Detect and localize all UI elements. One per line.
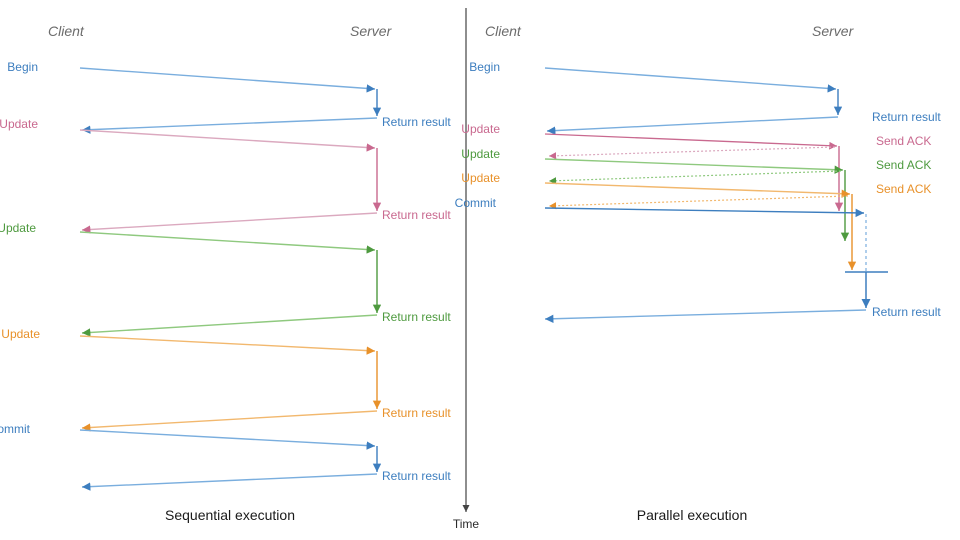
right-client-label-2: Update: [461, 147, 500, 161]
right-server-label-0: Return result: [872, 110, 941, 124]
left-client-label-4: Commit: [0, 422, 31, 436]
left-client-label-2: Update: [0, 221, 36, 235]
right-actor-server: Server: [812, 23, 855, 39]
right-ack-update-3: [548, 195, 849, 210]
left-panel-title: Sequential execution: [165, 507, 295, 523]
left-response-0: [81, 117, 378, 134]
left-server-label-2: Return result: [382, 310, 451, 324]
left-response-2: [81, 314, 378, 337]
left-request-3: [79, 335, 376, 355]
left-response-1: [81, 212, 378, 234]
left-request-2: [79, 231, 376, 254]
right-client-label-0: Begin: [469, 60, 500, 74]
right-response-begin: [546, 116, 839, 135]
right-request-update-3: [544, 182, 851, 198]
right-server-label-2: Send ACK: [876, 158, 931, 172]
right-request-update-1: [544, 133, 838, 150]
left-request-4: [79, 429, 376, 450]
right-request-commit: [544, 207, 865, 218]
time-axis-label: Time: [453, 517, 480, 531]
left-client-label-0: Begin: [7, 60, 38, 74]
left-server-label-4: Return result: [382, 469, 451, 483]
right-panel-title: Parallel execution: [637, 507, 748, 523]
right-ack-update-2: [548, 170, 842, 185]
right-response-commit: [544, 309, 867, 323]
left-server-label-3: Return result: [382, 406, 451, 420]
right-client-label-3: Update: [461, 171, 500, 185]
right-request-begin: [544, 67, 837, 93]
left-request-0: [79, 67, 376, 93]
right-server-label-4: Return result: [872, 305, 941, 319]
right-client-label-4: Commit: [455, 196, 497, 210]
left-server-label-0: Return result: [382, 115, 451, 129]
generated-geometry-layer: [79, 67, 888, 491]
left-client-label-1: Update: [0, 117, 38, 131]
right-ack-update-1: [548, 146, 836, 160]
right-client-label-1: Update: [461, 122, 500, 136]
left-request-1: [79, 129, 376, 152]
right-request-update-2: [544, 158, 844, 174]
right-server-label-3: Send ACK: [876, 182, 931, 196]
left-response-4: [81, 473, 378, 491]
left-response-3: [81, 410, 378, 432]
right-server-label-1: Send ACK: [876, 134, 931, 148]
left-actor-server: Server: [350, 23, 393, 39]
left-client-label-3: Update: [1, 327, 40, 341]
right-actor-client: Client: [485, 23, 522, 39]
left-server-label-1: Return result: [382, 208, 451, 222]
left-actor-client: Client: [48, 23, 85, 39]
